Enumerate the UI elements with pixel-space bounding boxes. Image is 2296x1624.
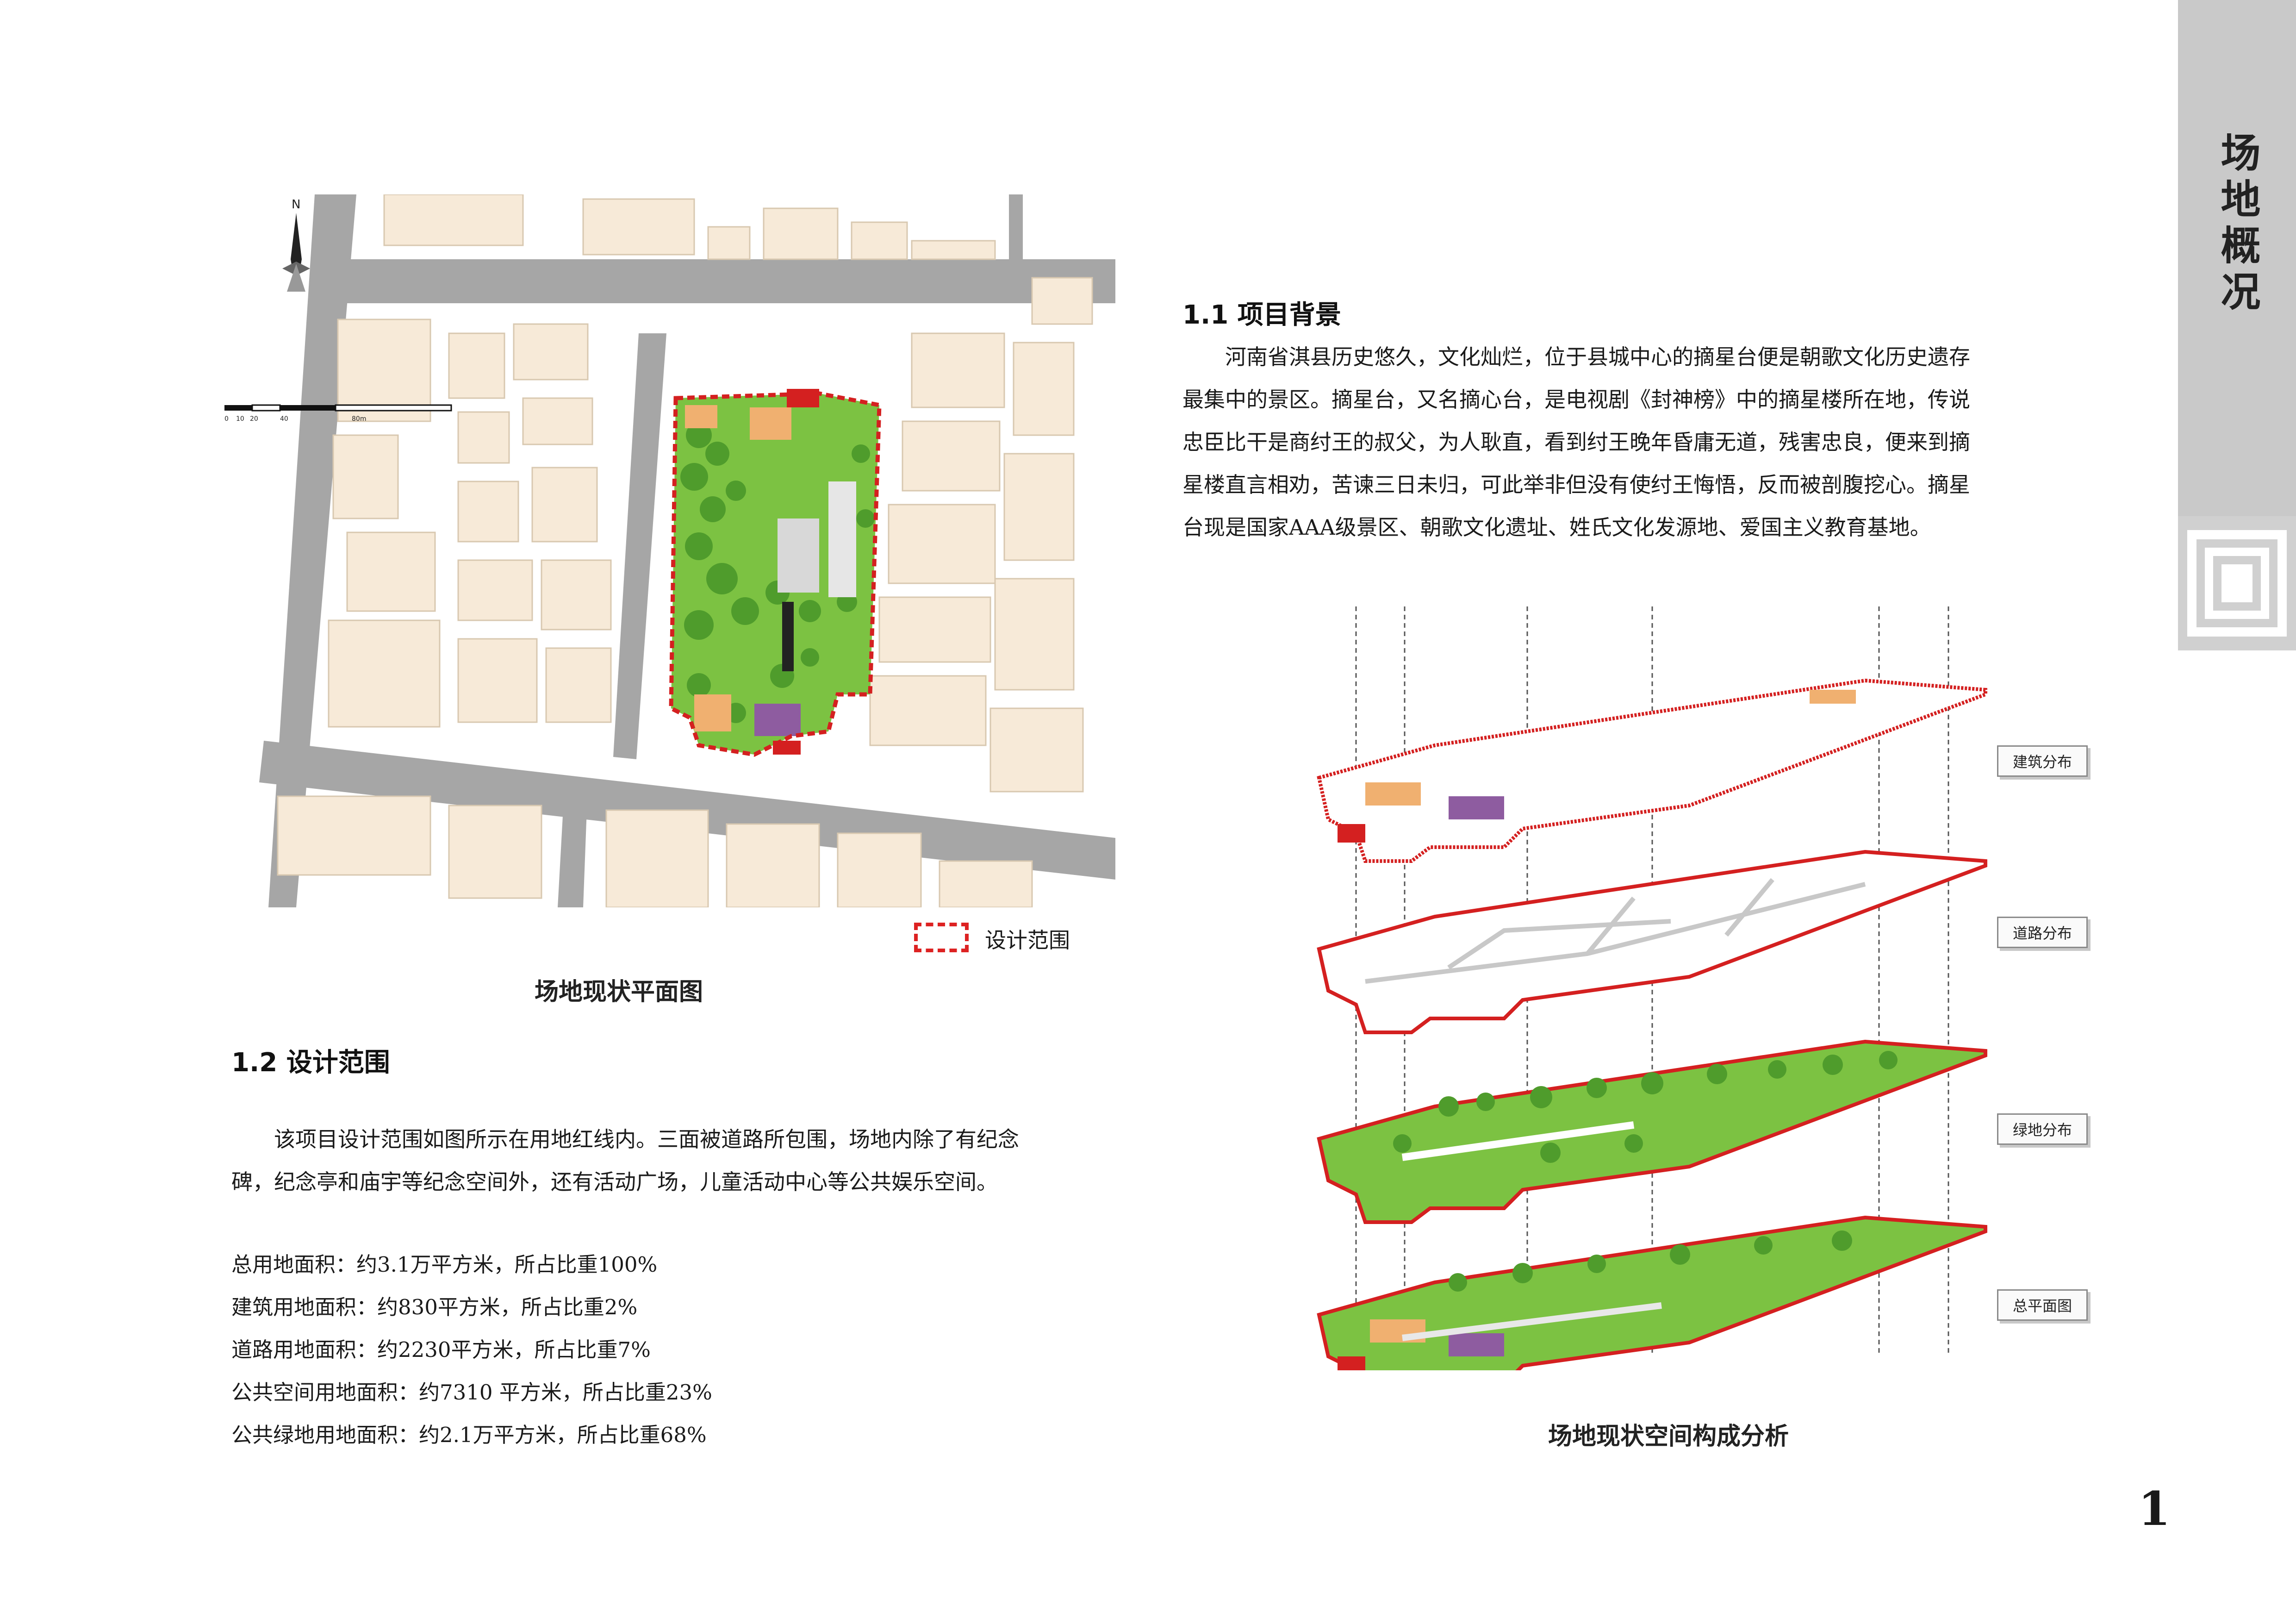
layer-roads bbox=[1317, 849, 1987, 1034]
scale-label: 10 bbox=[236, 415, 244, 423]
land-use-stats: 总用地面积：约3.1万平方米，所占比重100% 建筑用地面积：约830平方米，所… bbox=[231, 1243, 712, 1456]
site-plan-caption: 场地现状平面图 bbox=[535, 978, 703, 1006]
section-1-2-line: 碑，纪念亭和庙宇等纪念空间外，还有活动广场，儿童活动中心等公共娱乐空间。 bbox=[231, 1169, 998, 1194]
site-plan-map: N 0 10 20 40 80m bbox=[208, 194, 1115, 908]
layer-green bbox=[1317, 1039, 1987, 1224]
section-1-1-heading: 1.1 项目背景 bbox=[1182, 300, 1341, 330]
scale-label: 0 bbox=[224, 415, 229, 423]
stat-green-area: 公共绿地用地面积：约2.1万平方米，所占比重68% bbox=[231, 1423, 707, 1447]
page-number: 1 bbox=[2138, 1481, 2171, 1536]
scale-label: 80m bbox=[352, 415, 366, 423]
stat-total-area: 总用地面积：约3.1万平方米，所占比重100% bbox=[231, 1252, 658, 1277]
layer-tag-roads: 道路分布 bbox=[1997, 917, 2088, 948]
section-1-1-paragraph: 河南省淇县历史悠久，文化灿烂，位于县城中心的摘星台便是朝歌文化历史遗存 最集中的… bbox=[1182, 336, 2062, 549]
scale-label: 40 bbox=[280, 415, 288, 423]
layer-analysis-caption: 场地现状空间构成分析 bbox=[1548, 1422, 1789, 1450]
section-1-2-paragraph: 该项目设计范围如图所示在用地红线内。三面被道路所包围，场地内除了有纪念 碑，纪念… bbox=[231, 1118, 1157, 1203]
section-emblem-icon bbox=[2178, 516, 2296, 650]
layer-analysis-diagram bbox=[1310, 606, 2004, 1400]
section-1-1-line: 星楼直言相劝，苦谏三日未归，可此举非但没有使纣王悔悟，反而被剖腹挖心。摘星 bbox=[1182, 472, 1970, 497]
layer-buildings bbox=[1317, 678, 1987, 863]
section-1-1-line: 忠臣比干是商纣王的叔父，为人耿直，看到纣王晚年昏庸无道，残害忠良，便来到摘 bbox=[1182, 430, 1970, 455]
stat-public-space-area: 公共空间用地面积：约7310 平方米，所占比重23% bbox=[231, 1380, 712, 1405]
layer-tag-buildings: 建筑分布 bbox=[1997, 745, 2088, 777]
side-tab bbox=[2178, 0, 2296, 516]
layer-tag-green: 绿地分布 bbox=[1997, 1113, 2088, 1145]
section-1-1-line: 河南省淇县历史悠久，文化灿烂，位于县城中心的摘星台便是朝歌文化历史遗存 bbox=[1225, 344, 1970, 369]
layer-tag-master-plan: 总平面图 bbox=[1997, 1289, 2088, 1321]
stat-road-area: 道路用地面积：约2230平方米，所占比重7% bbox=[231, 1337, 651, 1362]
section-1-1-line: 台现是国家AAA级景区、朝歌文化遗址、姓氏文化发源地、爱国主义教育基地。 bbox=[1182, 515, 1931, 540]
scale-label: 20 bbox=[250, 415, 258, 423]
layer-master-plan bbox=[1317, 1215, 1987, 1400]
stat-building-area: 建筑用地面积：约830平方米，所占比重2% bbox=[231, 1295, 638, 1319]
side-tab-title: 场地概况 bbox=[2214, 132, 2260, 317]
design-boundary-legend-label: 设计范围 bbox=[985, 928, 1070, 953]
design-boundary-legend-swatch bbox=[914, 923, 969, 952]
section-1-2-line: 该项目设计范围如图所示在用地红线内。三面被道路所包围，场地内除了有纪念 bbox=[274, 1127, 1019, 1152]
section-1-2-heading: 1.2 设计范围 bbox=[231, 1048, 390, 1078]
north-label: N bbox=[292, 198, 300, 212]
section-1-1-line: 最集中的景区。摘星台，又名摘心台，是电视剧《封神榜》中的摘星楼所在地，传说 bbox=[1182, 387, 1970, 412]
